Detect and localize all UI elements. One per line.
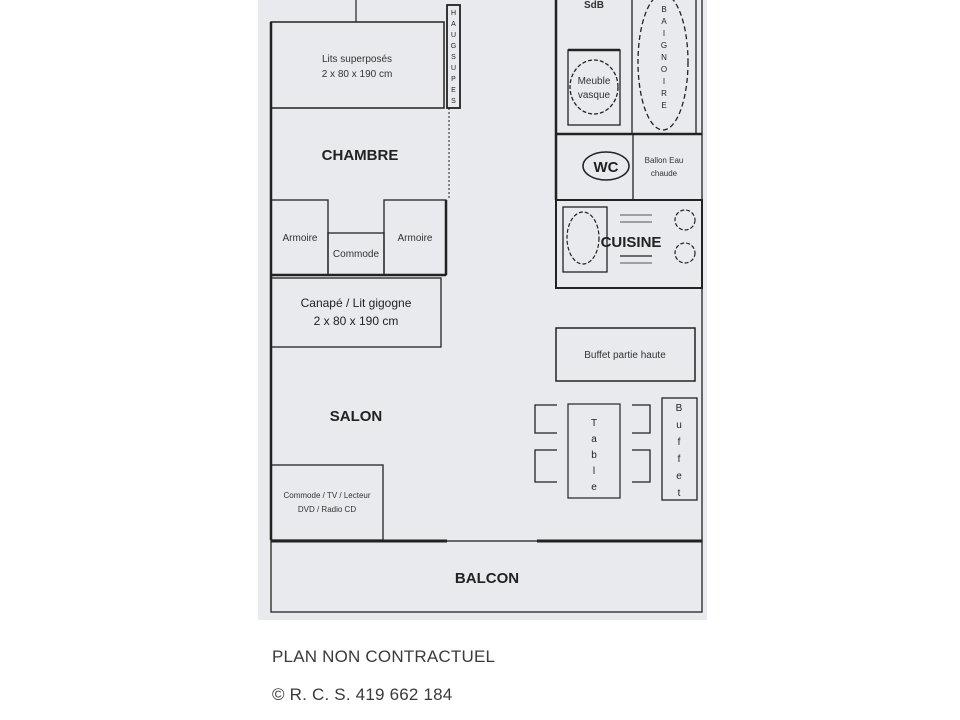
tv-unit-label-2: DVD / Radio CD [298,505,356,514]
vertical-letter: E [451,87,456,94]
vertical-letter: t [678,488,681,499]
vertical-letter: P [451,76,456,83]
wardrobe-right-label: Armoire [397,233,432,244]
vertical-letter: G [451,43,456,50]
vertical-letter: a [591,434,597,445]
vertical-letter: u [676,420,682,431]
dresser-label: Commode [333,249,380,260]
vertical-letter: B [676,403,683,414]
vertical-letter: b [591,450,597,461]
kitchen [555,199,703,289]
sofa-bed [270,277,442,348]
room-sdb: SdB [584,0,604,11]
vertical-letter: e [591,482,597,493]
burner [674,209,696,231]
buffet-label: Buffet [676,403,683,499]
vertical-letter: U [451,65,456,72]
disclaimer-caption: PLAN NON CONTRACTUEL [272,647,496,666]
water-heater-label: Ballon Eau [645,156,684,165]
dining-table [567,403,621,499]
water-heater-label-2: chaude [651,169,678,178]
chair [534,404,557,434]
vertical-letter: A [451,21,456,28]
vertical-letter: e [676,471,682,482]
bathtub [637,0,689,131]
sink [569,59,619,115]
vertical-letter: N [661,53,667,62]
toilet [582,151,630,181]
rcs-caption: © R. C. S. 419 662 184 [272,685,453,704]
wardrobe-left-label: Armoire [282,233,317,244]
room-salon: SALON [330,408,383,425]
bunk-bed-size: 2 x 80 x 190 cm [322,69,393,80]
balcony [270,540,703,613]
plan-background [258,0,707,620]
room-cuisine: CUISINE [601,234,662,251]
room-wc: WC [594,159,619,176]
vertical-letter: B [661,5,666,14]
vertical-letter: G [661,41,667,50]
vertical-letter: f [678,437,681,448]
kitchen-sink [562,206,608,273]
upper-buffet-label: Buffet partie haute [584,350,666,361]
sofa-bed-label: Canapé / Lit gigogne [301,296,412,310]
vertical-letter: T [591,418,597,429]
burner [674,242,696,264]
chair [534,449,557,483]
vertical-letter: H [451,10,456,17]
vertical-letter: S [451,98,456,105]
vertical-letter: f [678,454,681,465]
vertical-letter: R [661,89,667,98]
vertical-letter: A [661,17,667,26]
storage-unit [446,4,461,109]
room-chambre: CHAMBRE [322,147,399,164]
vertical-letter: I [663,29,665,38]
vertical-letter: l [593,466,595,477]
upper-buffet [555,327,696,382]
buffet [661,397,698,501]
vanity-label-2: vasque [578,90,611,101]
room-balcon: BALCON [455,570,519,587]
chair [632,449,651,483]
vertical-letter: O [661,65,667,74]
vanity-label: Meuble [578,76,611,87]
sofa-bed-size: 2 x 80 x 190 cm [314,314,399,328]
vertical-letter: E [661,101,666,110]
chair [632,404,651,434]
bunk-bed-label: Lits superposés [322,54,392,65]
tv-unit-label: Commode / TV / Lecteur [284,491,371,500]
vertical-letter: I [663,77,665,86]
vertical-letter: U [451,32,456,39]
vertical-letter: S [451,54,456,61]
